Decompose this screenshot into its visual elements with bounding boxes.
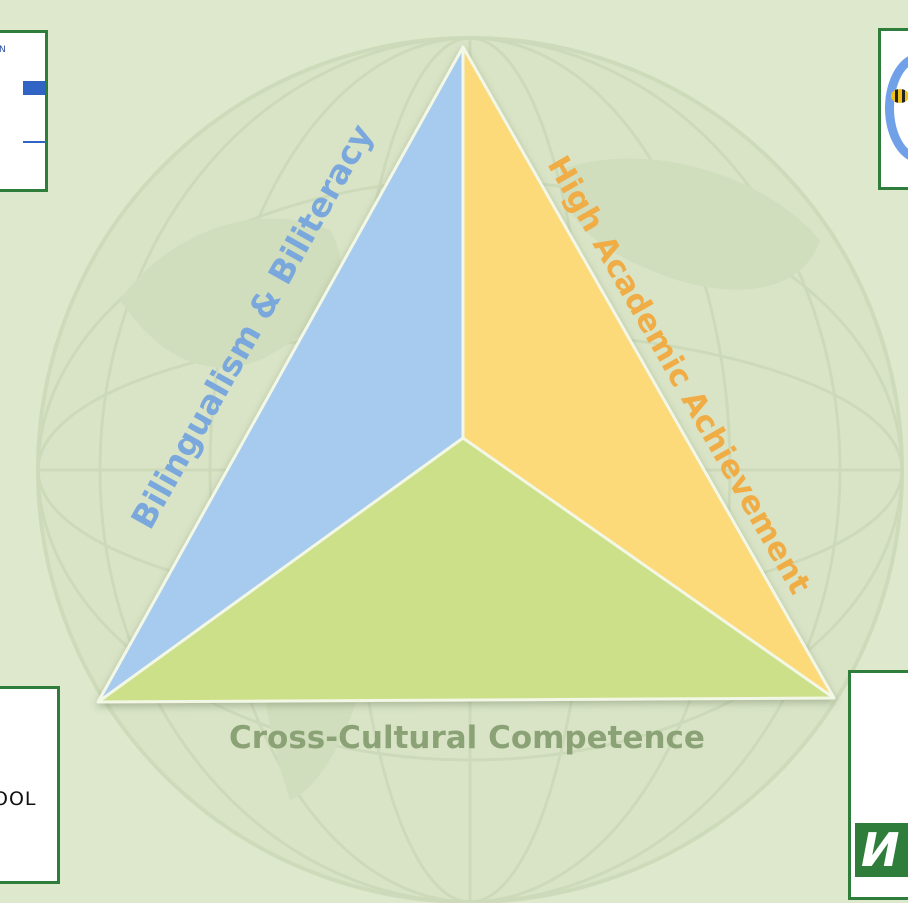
logo-letter: И <box>855 823 908 877</box>
partner-logo-bottom-right: И <box>848 670 908 900</box>
partner-logo-bottom-left: OOL <box>0 686 60 884</box>
label-cross-cultural-competence: Cross-Cultural Competence <box>229 720 705 756</box>
logo-text: OOL <box>0 788 37 810</box>
bee-body <box>891 89 908 103</box>
bottom-face <box>98 438 834 702</box>
logo-text: N <box>0 45 6 55</box>
partner-logo-top-left: N <box>0 30 48 192</box>
logo-mark <box>23 81 45 95</box>
logo-rule <box>23 141 45 143</box>
partner-logo-top-right <box>878 28 908 190</box>
triangle-outline <box>96 45 836 704</box>
triangle-diagram <box>96 45 836 704</box>
bee-icon <box>885 53 908 163</box>
